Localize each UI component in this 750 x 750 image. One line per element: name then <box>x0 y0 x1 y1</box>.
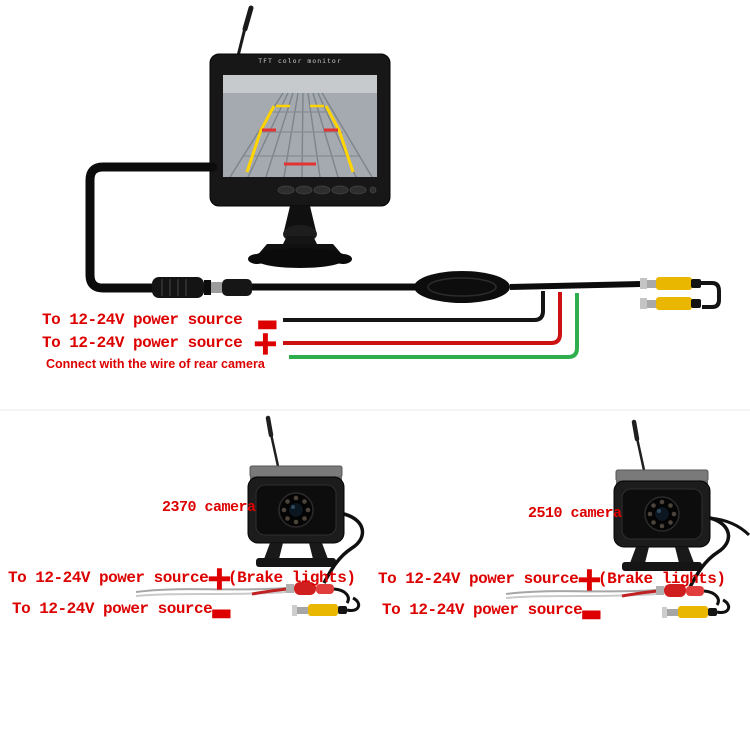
power-negative-label: To 12-24V power source <box>42 311 243 329</box>
power-positive-label: To 12-24V power source <box>42 334 243 352</box>
camera-wire-label: Connect with the wire of rear camera <box>46 357 265 371</box>
cam2-power-negative-label: To 12-24V power source <box>382 601 583 619</box>
monitor-stand <box>248 206 352 268</box>
plus-symbol-icon: + <box>251 324 279 362</box>
camera-2510-side-wire <box>709 516 750 537</box>
cam2-minus-symbol-icon: ▬ <box>580 599 603 627</box>
monitor-buttons <box>277 185 377 195</box>
monitor-screen <box>223 75 377 177</box>
cam1-power-negative-label: To 12-24V power source <box>12 600 213 618</box>
monitor-antenna-icon <box>235 5 254 61</box>
rca-cable <box>509 281 641 290</box>
cam2-plus-symbol-icon: + <box>575 560 603 598</box>
cam1-plus-symbol-icon: + <box>205 559 233 597</box>
camera-2510-illustration <box>614 422 728 587</box>
cam1-minus-symbol-icon: ▬ <box>210 598 233 626</box>
camera-2370-illustration <box>248 418 362 583</box>
cam1-power-positive-label: To 12-24V power source <box>8 569 209 587</box>
cam2-power-positive-label: To 12-24V power source <box>378 570 579 588</box>
monitor-cable <box>85 162 218 293</box>
camera-2370-name: 2370 camera <box>162 499 256 516</box>
cam2-brake-lights-note: (Brake lights) <box>598 570 726 588</box>
monitor-illustration <box>209 53 391 207</box>
inline-adapter <box>414 271 510 303</box>
power-plug-connector <box>152 277 252 298</box>
camera-2510-name: 2510 camera <box>528 505 622 522</box>
power-wires <box>283 291 579 359</box>
cam1-brake-lights-note: (Brake lights) <box>228 569 356 587</box>
monitor-brand-text: TFT color monitor <box>258 57 342 65</box>
minus-symbol-icon: ▬ <box>256 309 279 337</box>
rca-connectors-icon <box>640 277 721 310</box>
